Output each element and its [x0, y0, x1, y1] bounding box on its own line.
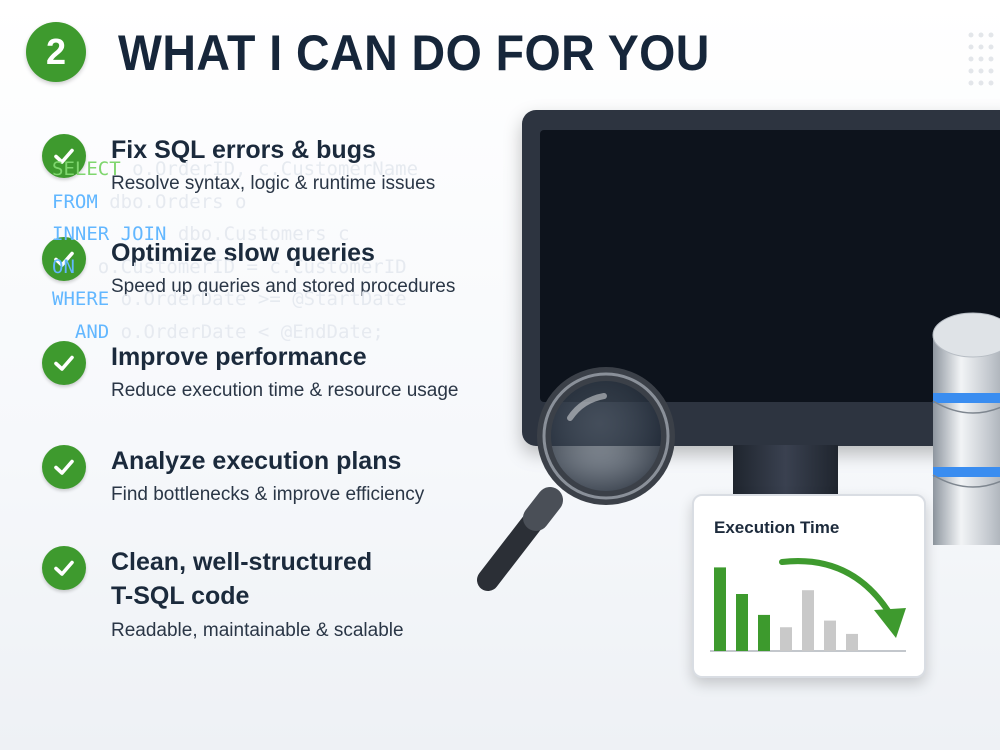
check-icon — [42, 134, 86, 178]
page-title: WHAT I CAN DO FOR YOU — [118, 25, 710, 81]
code-line: ON o.CustomerID = c.CustomerID — [52, 251, 418, 284]
monitor-screen — [540, 130, 1000, 402]
chart-bar — [714, 567, 726, 651]
magnifier-icon — [477, 367, 675, 591]
code-keyword: ON — [52, 255, 75, 278]
chart-title: Execution Time — [714, 518, 840, 537]
code-line: INNER JOIN dbo.Customers c — [52, 218, 418, 251]
step-badge: 2 — [26, 22, 86, 82]
feature-desc: Find bottlenecks & improve efficiency — [111, 484, 425, 505]
feature-desc: Speed up queries and stored procedures — [111, 276, 456, 297]
execution-time-chart: Execution Time — [692, 494, 926, 678]
database-icon — [932, 312, 1000, 545]
monitor — [522, 110, 1000, 446]
code-indent — [52, 321, 75, 343]
feature-title: Analyze execution plans — [111, 447, 402, 475]
code-text: o.OrderDate >= @StartDate — [109, 288, 407, 310]
feature-desc: Reduce execution time & resource usage — [111, 380, 459, 401]
code-keyword: FROM — [52, 190, 98, 213]
check-icon — [42, 445, 86, 489]
check-icon — [42, 546, 86, 590]
decorative-dots — [968, 32, 994, 86]
chart-bar — [736, 594, 748, 651]
chart-bar — [758, 614, 770, 651]
chart-bar — [802, 590, 814, 651]
code-line: FROM dbo.Orders o — [52, 186, 418, 219]
down-arrow-icon — [779, 558, 906, 638]
code-text: dbo.Customers c — [166, 223, 350, 245]
chart-bar — [824, 620, 836, 651]
feature-title: Optimize slow queries — [111, 239, 375, 267]
step-number: 2 — [45, 31, 67, 72]
feature-title-line2: T-SQL code — [111, 582, 250, 610]
code-text: dbo.Orders o — [97, 190, 247, 213]
code-text: o.CustomerID = c.CustomerID — [74, 255, 407, 278]
feature-title: Improve performance — [111, 343, 367, 371]
code-line: AND o.OrderDate < @EndDate; — [52, 316, 418, 349]
code-text: o.OrderDate < @EndDate; — [109, 320, 384, 343]
check-icon — [42, 341, 86, 385]
code-keyword: SELECT — [52, 158, 121, 180]
check-icon — [42, 237, 86, 281]
feature-desc: Resolve syntax, logic & runtime issues — [111, 173, 436, 194]
feature-list: Fix SQL errors & bugs Resolve syntax, lo… — [0, 0, 520, 700]
feature-title: Fix SQL errors & bugs — [111, 136, 376, 164]
code-keyword: WHERE — [52, 288, 110, 310]
code-line: SELECT o.OrderID, c.CustomerName — [52, 153, 418, 186]
code-keyword: INNER JOIN — [52, 223, 167, 245]
chart-plot — [710, 558, 906, 652]
code-line: WHERE o.OrderDate >= @StartDate — [52, 283, 418, 316]
chart-bar — [846, 633, 858, 651]
code-text: o.OrderID, c.CustomerName — [120, 158, 419, 180]
chart-bar — [780, 627, 792, 651]
feature-title-line1: Clean, well-structured — [111, 548, 373, 576]
code-keyword: AND — [74, 320, 110, 343]
feature-desc: Readable, maintainable & scalable — [111, 620, 404, 641]
monitor-stand — [733, 445, 838, 501]
